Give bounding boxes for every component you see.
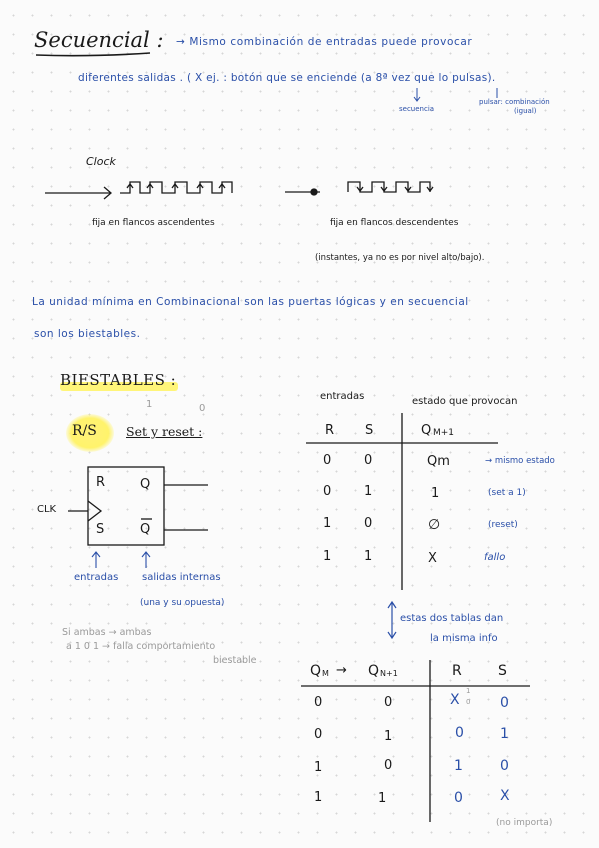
label-una-opuesta: (una y su opuesta) — [140, 598, 225, 608]
table2-col-qn-sub: N+1 — [380, 669, 398, 678]
caption-rising: fija en flancos ascendentes — [92, 218, 215, 228]
table2-row-3-qn: 1 — [378, 791, 387, 806]
table1-header-entradas: entradas — [320, 391, 365, 402]
note-pulsar: pulsar: combinación — [479, 98, 550, 106]
section-heading-biestables: BIESTABLES : — [60, 371, 177, 389]
table2-row-1-qm: 0 — [314, 727, 323, 742]
table1-row-0-s: 0 — [364, 453, 373, 468]
table2-x-note-top: 1 — [466, 687, 471, 695]
set-mark-one: 1 — [146, 399, 153, 410]
clock-label: Clock — [86, 155, 116, 168]
table1-row-2-q: ∅ — [428, 517, 441, 533]
link-note-line-1: estas dos tablas dan — [400, 613, 504, 624]
table2-footnote: (no importa) — [496, 818, 553, 828]
reset-mark-zero: 0 — [199, 403, 206, 414]
table1-header-estado: estado que provocan — [412, 396, 518, 407]
intro-line-1: → Mismo combinación de entradas puede pr… — [176, 36, 473, 48]
table2-row-3-r: 0 — [454, 790, 463, 806]
table2-row-1-r: 0 — [455, 725, 464, 741]
set-reset-label: Set y reset : — [126, 424, 203, 439]
heading-highlight — [60, 382, 178, 391]
table1-row-2-r: 1 — [323, 516, 332, 531]
table1-row-2-s: 0 — [364, 516, 373, 531]
side-note-line-1: Si ambas → ambas — [62, 627, 152, 638]
pin-qbar: Q — [140, 522, 151, 537]
clock-rising-waveform — [45, 181, 233, 200]
side-note-line-3: biestable — [213, 655, 257, 666]
table1-row-1-s: 1 — [364, 484, 373, 499]
table2-row-3-qm: 1 — [314, 790, 323, 805]
table1-row-3-r: 1 — [323, 549, 332, 564]
table2-col-r: R — [452, 663, 462, 679]
table2-col-qn: Q — [368, 663, 380, 679]
table2-row-2-qm: 1 — [314, 760, 323, 775]
table1-row-2-note: (reset) — [488, 520, 518, 530]
table1-row-1-note: (set a 1) — [488, 488, 526, 498]
pin-q: Q — [140, 477, 151, 492]
table2-row-1-qn: 1 — [384, 729, 393, 744]
table1-row-0-note: → mismo estado — [485, 456, 555, 466]
table2-x-note-bottom: 0 — [466, 698, 471, 706]
table2-row-0-r: X — [450, 692, 460, 708]
table2-col-qm-sub: M — [322, 669, 329, 678]
table2-col-s: S — [498, 663, 507, 679]
table2-row-2-r: 1 — [454, 758, 463, 774]
pin-r: R — [96, 475, 106, 490]
flipflop-block — [68, 466, 208, 546]
page-title: Secuencial : — [34, 28, 164, 52]
rs-highlight — [66, 414, 114, 452]
note-secuencia: secuencia — [399, 105, 435, 113]
table1-row-3-s: 1 — [364, 549, 373, 564]
pin-s: S — [96, 522, 105, 537]
table2-row-0-qm: 0 — [314, 695, 323, 710]
table1-row-0-q: Qm — [427, 454, 450, 469]
note-igual: (igual) — [514, 107, 537, 115]
label-entradas: entradas — [74, 572, 119, 583]
caption-falling: fija en flancos descendentes — [330, 218, 459, 228]
table2-row-2-s: 0 — [500, 758, 509, 774]
table2-col-qm: Q — [310, 663, 322, 679]
table1-col-r: R — [325, 423, 335, 438]
link-note-line-2: la misma info — [430, 633, 498, 644]
table1-row-1-r: 0 — [323, 484, 332, 499]
definition-line-2: son los biestables. — [34, 328, 141, 340]
label-salidas-internas: salidas internas — [142, 572, 221, 583]
table1-col-q-sub: M+1 — [433, 428, 455, 438]
table1-row-1-q: 1 — [431, 486, 440, 501]
table1-col-q: Q — [421, 423, 432, 438]
table1-row-3-note: fallo — [484, 552, 506, 563]
table1-grid — [306, 413, 498, 590]
intro-line-2: diferentes salidas . ( X ej. : botón que… — [78, 72, 496, 84]
table2-row-0-qn: 0 — [384, 695, 393, 710]
caption-instant: (instantes, ya no es por nivel alto/bajo… — [315, 253, 485, 263]
table1-row-3-q: X — [428, 551, 437, 566]
table2-row-2-qn: 0 — [384, 758, 393, 773]
table2-grid — [301, 660, 530, 822]
table2-row-1-s: 1 — [500, 726, 509, 742]
clk-label: CLK — [37, 504, 57, 515]
side-note-line-2: a 1 0 1 → falla comportamiento — [66, 641, 216, 652]
rs-tag: R/S — [72, 423, 97, 439]
table1-row-0-r: 0 — [323, 453, 332, 468]
table1-col-s: S — [365, 423, 374, 438]
table2-col-arrow: → — [336, 663, 347, 678]
table2-row-0-s: 0 — [500, 695, 509, 711]
table2-row-3-s: X — [500, 788, 510, 804]
clock-falling-waveform — [285, 181, 434, 196]
definition-line-1: La unidad mínima en Combinacional son la… — [32, 296, 469, 308]
